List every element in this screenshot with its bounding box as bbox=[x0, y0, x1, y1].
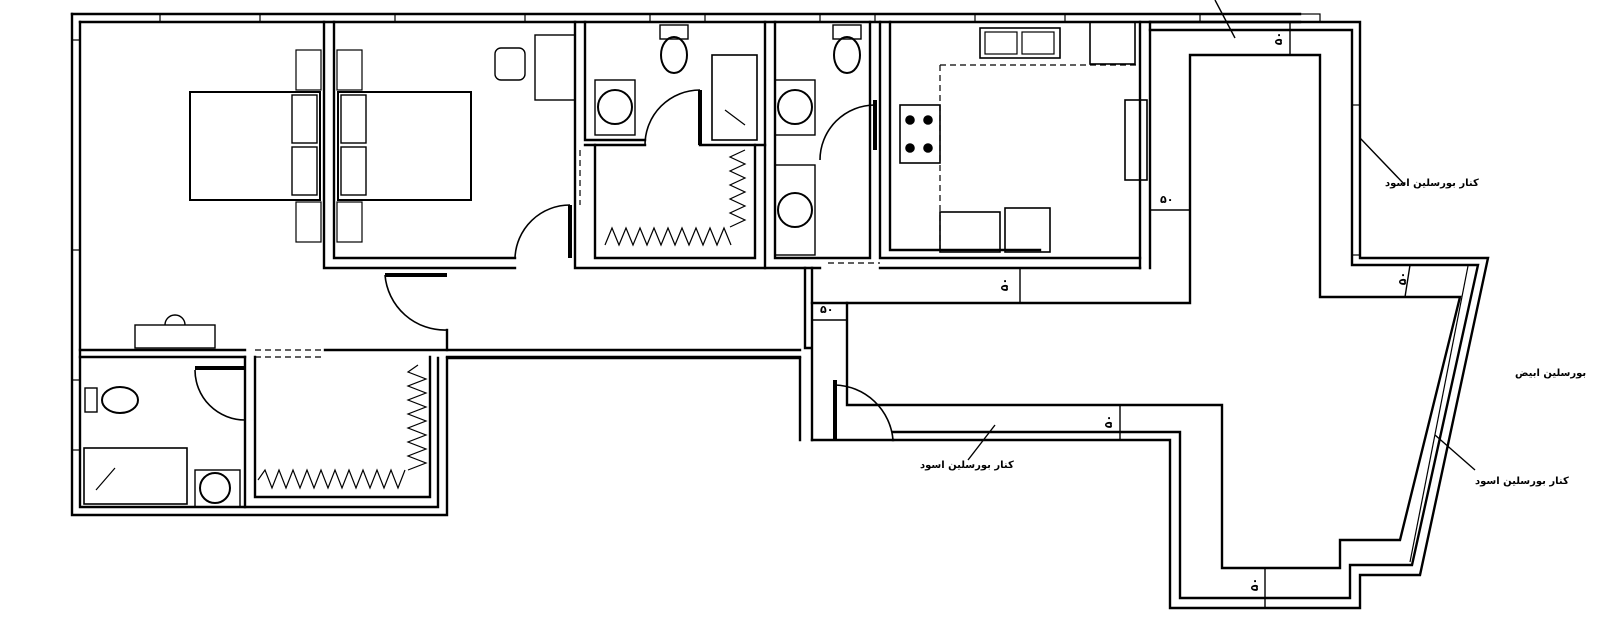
white-porcelain-label: بورسلین ابیض bbox=[1515, 368, 1587, 379]
dimension-label: ۵۰ bbox=[998, 277, 1012, 292]
toilet bbox=[101, 386, 139, 414]
edge-black-label: کنار بورسلین اسود bbox=[1385, 178, 1479, 189]
door-swing bbox=[834, 384, 894, 441]
window bbox=[649, 13, 706, 23]
outer-wall bbox=[78, 20, 440, 509]
pillow bbox=[340, 94, 367, 144]
fridge bbox=[1089, 21, 1136, 65]
sink bbox=[774, 79, 816, 136]
interior-wall bbox=[773, 20, 872, 260]
dresser bbox=[134, 324, 216, 349]
desk bbox=[534, 34, 576, 101]
bed bbox=[189, 91, 321, 201]
interior-wall bbox=[888, 20, 1042, 252]
bathtub bbox=[711, 54, 758, 141]
nightstand bbox=[295, 201, 322, 243]
counter bbox=[939, 211, 1001, 253]
bed bbox=[337, 91, 472, 201]
chair bbox=[494, 47, 526, 81]
closet-rail bbox=[406, 364, 428, 471]
toilet bbox=[833, 36, 861, 74]
nightstand bbox=[336, 201, 363, 243]
counter bbox=[1124, 99, 1148, 181]
nightstand bbox=[336, 49, 363, 91]
door-swing bbox=[384, 274, 448, 331]
counter bbox=[1004, 207, 1051, 253]
interior-wall bbox=[332, 20, 517, 260]
dimension-label: ۵۰ bbox=[1248, 577, 1262, 592]
sink bbox=[194, 469, 241, 508]
interior-wall bbox=[878, 20, 1142, 260]
dimension-label: ۵۰ bbox=[1272, 31, 1286, 46]
window bbox=[394, 13, 526, 23]
door-swing bbox=[819, 104, 876, 161]
window bbox=[1351, 104, 1361, 256]
interior-wall bbox=[593, 143, 757, 260]
closet-rail bbox=[257, 468, 406, 490]
pillow bbox=[291, 146, 318, 196]
pillow bbox=[291, 94, 318, 144]
door-swing bbox=[194, 369, 246, 421]
closet-rail bbox=[604, 226, 732, 247]
pillow bbox=[340, 146, 367, 196]
edge-black-label: کنار بورسلین اسود bbox=[1475, 476, 1569, 487]
kitchen-sink bbox=[979, 27, 1061, 59]
door-swing bbox=[514, 204, 571, 259]
window bbox=[819, 13, 876, 23]
toilet bbox=[660, 36, 688, 74]
interior-wall bbox=[322, 20, 517, 270]
nightstand bbox=[295, 49, 322, 91]
door-swing bbox=[644, 89, 701, 146]
closet-rail bbox=[728, 149, 747, 228]
dimension-label: ۵۰ bbox=[1396, 271, 1410, 286]
interior-wall bbox=[583, 20, 647, 142]
interior-wall bbox=[253, 355, 432, 499]
sink bbox=[774, 164, 816, 256]
window bbox=[1409, 265, 1469, 563]
living-wall bbox=[845, 53, 1462, 570]
dimension-label: ۵۰ bbox=[820, 303, 834, 316]
window bbox=[974, 13, 1066, 23]
interior-wall bbox=[803, 266, 812, 350]
window bbox=[1199, 13, 1321, 23]
edge-black-label: کنار بورسلین اسود bbox=[920, 460, 1014, 471]
dimension-label: ۵۰ bbox=[1160, 193, 1174, 206]
dimension-label: ۵۰ bbox=[1102, 414, 1116, 429]
window bbox=[71, 39, 81, 251]
sink bbox=[594, 79, 636, 136]
outer-wall bbox=[70, 12, 802, 517]
living-wall bbox=[891, 28, 1480, 600]
stove bbox=[899, 104, 941, 164]
bathtub bbox=[83, 447, 188, 505]
window bbox=[71, 379, 81, 451]
window bbox=[159, 13, 261, 23]
interior-wall bbox=[573, 20, 822, 270]
